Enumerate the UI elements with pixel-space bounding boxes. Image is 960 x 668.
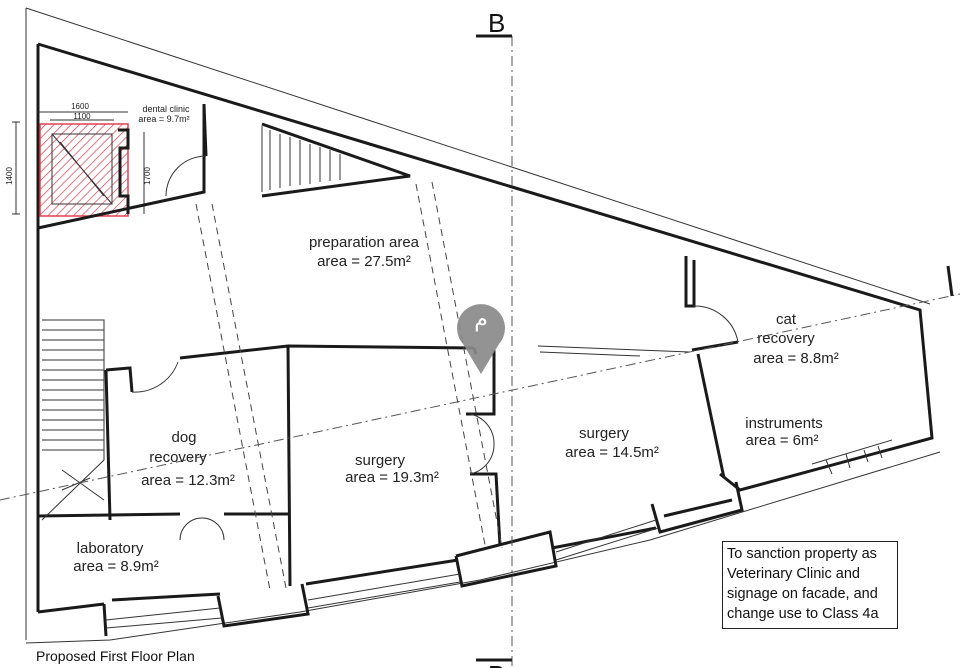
room-cat-name-2: recovery bbox=[757, 330, 815, 347]
wall-surgery2 bbox=[470, 472, 502, 547]
door-swing-dental bbox=[165, 155, 207, 197]
section-label-b-bottom: B bbox=[488, 660, 505, 668]
planning-note-box: To sanction property as Veterinary Clini… bbox=[722, 541, 898, 629]
door-swing-surgery bbox=[469, 413, 495, 475]
lift-dim-height-inner: 1700 bbox=[143, 167, 152, 185]
room-surgery2-name: surgery bbox=[579, 425, 630, 442]
section-label-b-top: B bbox=[488, 8, 505, 38]
lift-dimension-lines bbox=[12, 111, 145, 215]
wall-dog-recovery-left bbox=[104, 369, 112, 521]
facade-rail bbox=[105, 519, 659, 629]
room-instruments-area: area = 6m² bbox=[746, 432, 819, 449]
site-boundary-bottom bbox=[25, 451, 941, 644]
window-instruments bbox=[811, 439, 893, 475]
lift-dim-width-outer: 1600 bbox=[71, 102, 89, 111]
location-pin-icon[interactable]: م bbox=[457, 304, 505, 374]
outer-wall-bottom bbox=[37, 498, 733, 614]
beam-2 bbox=[415, 181, 503, 551]
wall-prep-partition bbox=[537, 345, 691, 357]
note-line: Veterinary Clinic and bbox=[727, 566, 860, 582]
room-cat-name-1: cat bbox=[776, 311, 797, 328]
facade-bay-3 bbox=[454, 530, 558, 588]
lift-wall bbox=[118, 128, 130, 214]
outer-wall-roof bbox=[37, 42, 934, 492]
wall-stair-landing bbox=[261, 122, 411, 198]
facade-bay-2 bbox=[216, 583, 310, 628]
lift-dim-width-inner: 1100 bbox=[73, 112, 91, 121]
room-surgery1-area: area = 19.3m² bbox=[345, 469, 439, 486]
note-line: To sanction property as bbox=[727, 546, 877, 562]
wall-laboratory-top bbox=[37, 512, 288, 518]
room-dog-area: area = 12.3m² bbox=[141, 472, 235, 489]
beam-1 bbox=[195, 203, 287, 591]
door-swing-lab bbox=[179, 517, 225, 541]
room-cat-area: area = 8.8m² bbox=[753, 350, 838, 367]
note-line: change use to Class 4a bbox=[727, 606, 879, 622]
room-laboratory-area: area = 8.9m² bbox=[73, 558, 158, 575]
wall-dental-clinic bbox=[37, 103, 208, 230]
facade-bay-1 bbox=[102, 603, 108, 637]
lift-car-diagonal bbox=[51, 133, 113, 205]
room-preparation-area: area = 27.5m² bbox=[317, 253, 411, 270]
site-boundary-roof bbox=[25, 7, 931, 305]
stair-upper bbox=[261, 126, 341, 192]
note-line: signage on facade, and bbox=[727, 586, 878, 602]
room-dental-name: dental clinic bbox=[142, 104, 190, 114]
section-marker-right bbox=[946, 265, 954, 297]
wall-surgery-top bbox=[105, 344, 475, 587]
lift-dim-height-outer: 1400 bbox=[5, 167, 14, 185]
room-instruments-name: instruments bbox=[745, 415, 823, 432]
room-dental-area: area = 9.7m² bbox=[138, 114, 189, 124]
drawing-caption: Proposed First Floor Plan bbox=[36, 648, 195, 664]
room-preparation-name: preparation area bbox=[309, 234, 420, 251]
lift-car bbox=[51, 133, 113, 205]
door-swing-dog bbox=[131, 361, 179, 393]
wall-cat-recovery bbox=[684, 256, 739, 479]
room-surgery1-name: surgery bbox=[355, 452, 406, 469]
room-dog-name-1: dog bbox=[171, 429, 196, 446]
svg-text:م: م bbox=[474, 307, 488, 332]
lift-shaft-hatch bbox=[39, 123, 129, 217]
section-line-a bbox=[0, 293, 960, 501]
room-surgery2-area: area = 14.5m² bbox=[565, 444, 659, 461]
stair-lower bbox=[41, 319, 105, 521]
room-laboratory-name: laboratory bbox=[77, 540, 144, 557]
facade-bay-4 bbox=[650, 481, 744, 534]
door-swing-cat bbox=[693, 305, 739, 343]
room-dog-name-2: recovery bbox=[149, 449, 207, 466]
